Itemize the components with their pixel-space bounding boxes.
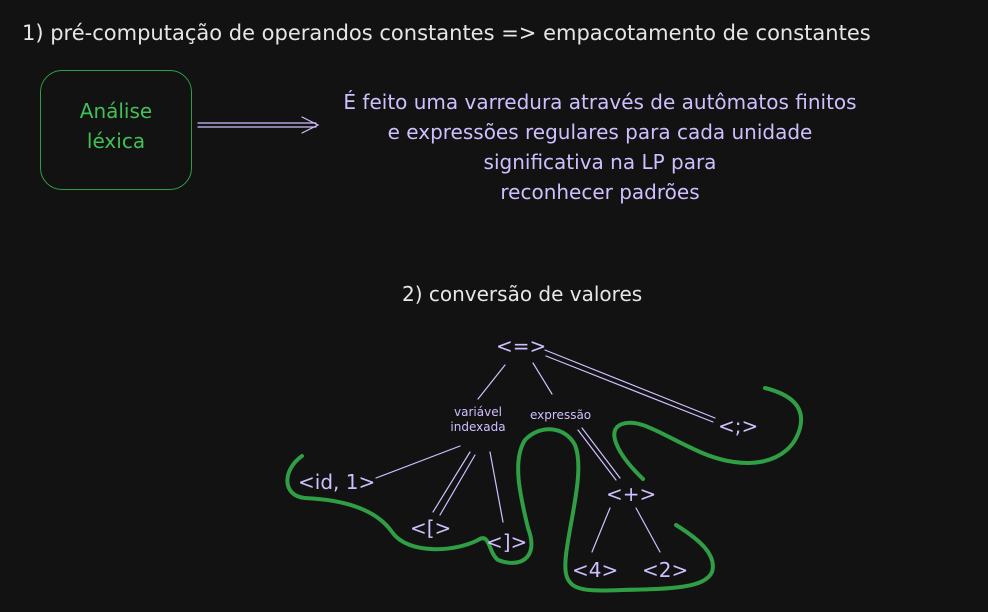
edge-root-indexed: [477, 364, 506, 400]
edge-expression-plus-2: [581, 427, 621, 479]
description-line-3: significativa na LP para: [483, 150, 717, 174]
tree-node-indexed-variable: variável indexada: [444, 405, 512, 435]
edge-root-semicolon-2: [545, 355, 714, 423]
tree-node-four: <4>: [572, 558, 619, 582]
tree-node-semicolon: <;>: [718, 414, 759, 438]
lexical-analysis-box: [40, 70, 192, 190]
edge-indexed-lbracket: [432, 451, 471, 513]
tree-node-plus: <+>: [606, 482, 657, 506]
page-title: 1) pré-computação de operandos constante…: [22, 21, 871, 45]
tree-node-left-bracket: <[>: [410, 516, 452, 540]
tree-node-id: <id, 1>: [298, 470, 376, 494]
edge-plus-two: [635, 507, 661, 553]
tree-node-two: <2>: [642, 558, 689, 582]
tree-edges: [375, 349, 716, 553]
highlight-curves: [285, 386, 804, 593]
description-line-1: É feito uma varredura através de autômat…: [343, 90, 857, 114]
edge-root-expression: [532, 362, 553, 395]
edge-indexed-lbracket-2: [439, 454, 476, 516]
indexed-variable-line-1: variável: [454, 405, 502, 419]
lexical-label-line-1: Análise: [79, 99, 153, 123]
tree-node-assign: <=>: [496, 334, 547, 358]
description-line-4: reconhecer padrões: [500, 180, 700, 204]
edge-plus-four: [591, 507, 611, 553]
description-line-2: e expressões regulares para cada unidade: [387, 120, 813, 144]
edge-root-semicolon: [544, 349, 716, 419]
section-2-title: 2) conversão de valores: [402, 282, 643, 306]
edge-indexed-rbracket: [489, 451, 504, 523]
indexed-variable-line-2: indexada: [450, 420, 506, 434]
lexical-label-line-2: léxica: [86, 129, 146, 153]
highlight-right-curve: [612, 386, 804, 481]
tree-node-expression: expressão: [530, 408, 592, 422]
lexical-analysis-label: Análise léxica: [40, 96, 192, 156]
tree-node-right-bracket: <]>: [486, 530, 528, 554]
lexical-description: É feito uma varredura através de autômat…: [255, 87, 945, 207]
edge-expression-plus: [577, 429, 617, 481]
highlight-left-curve: [285, 427, 715, 593]
edge-indexed-id: [375, 445, 461, 479]
lexical-arrow: [197, 116, 320, 134]
